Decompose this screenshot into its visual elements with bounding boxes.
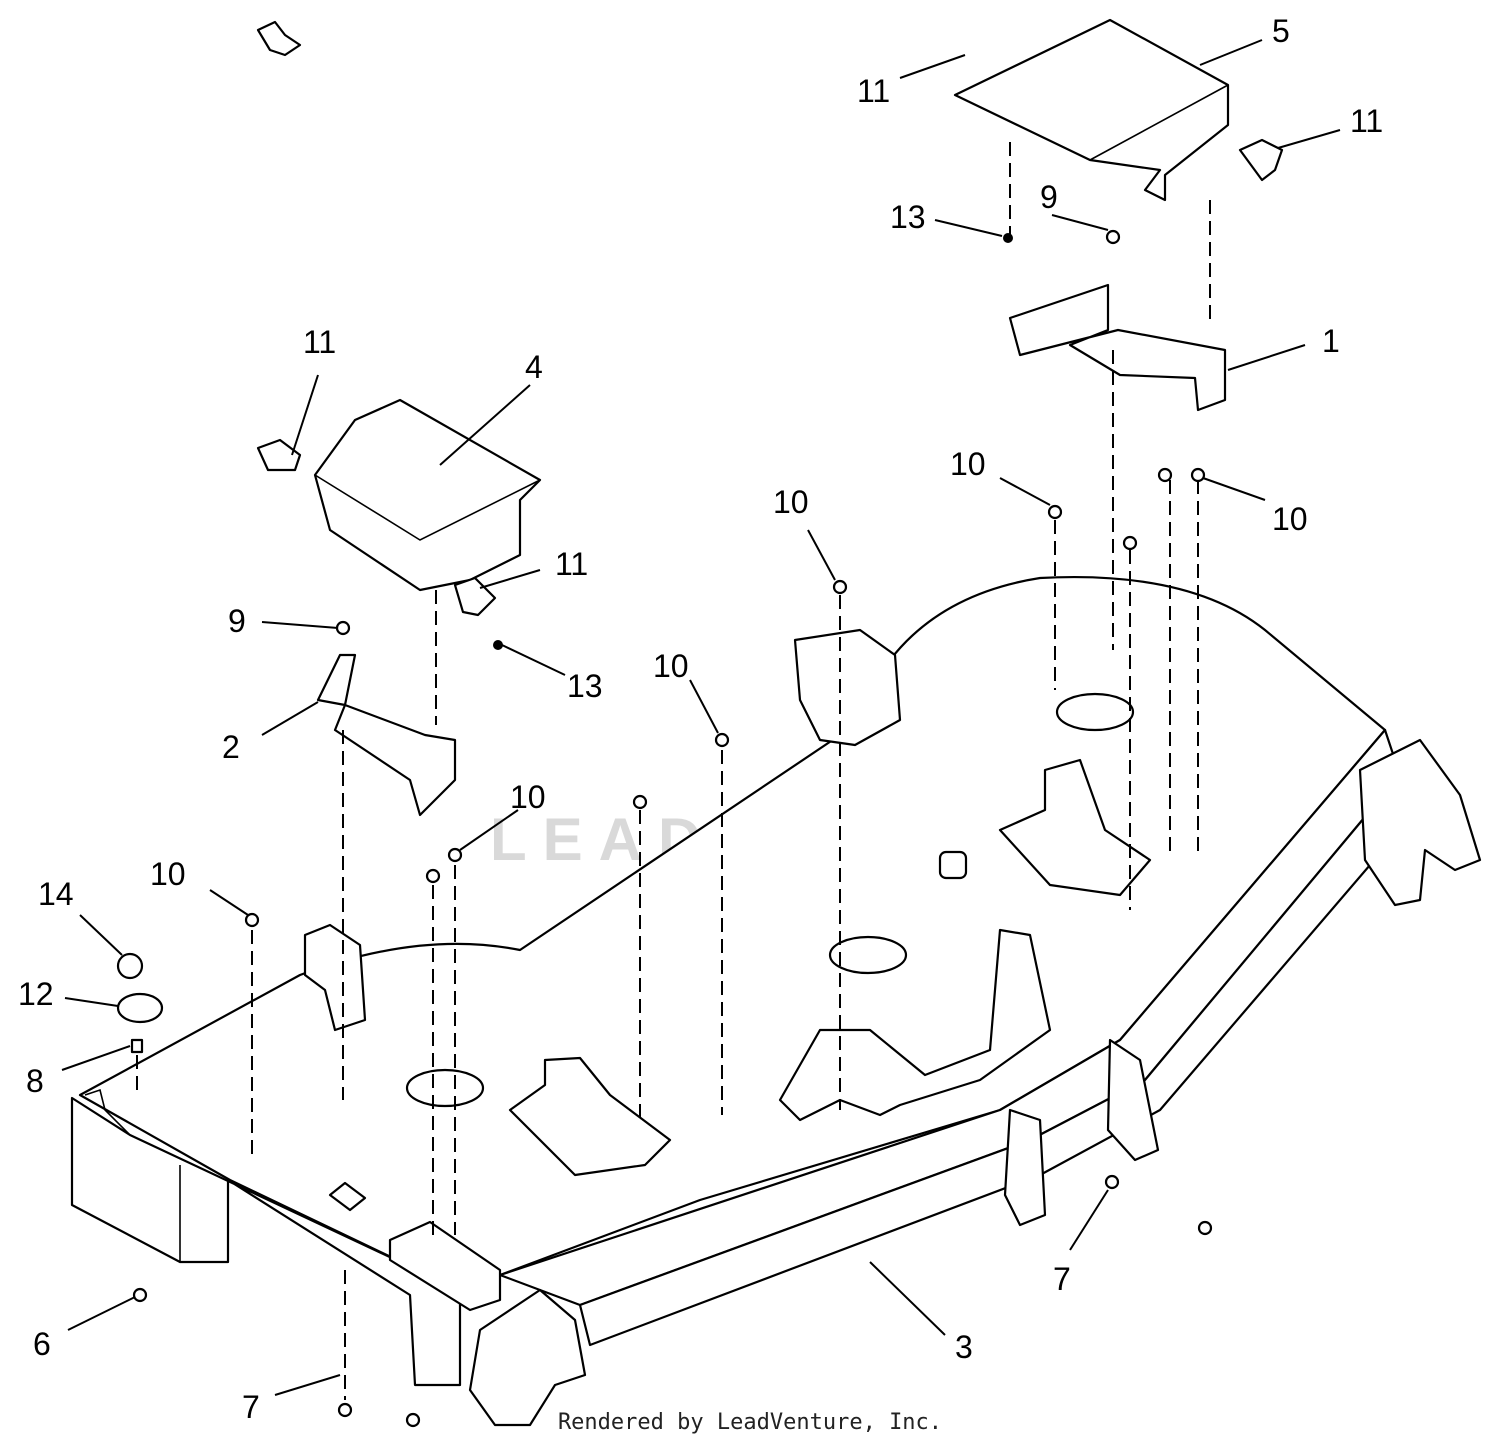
credit-text: Rendered by LeadVenture, Inc. bbox=[557, 1410, 943, 1435]
callout-11d: 11 bbox=[1350, 103, 1383, 139]
cover-part-5 bbox=[953, 18, 1230, 202]
callout-10f: 10 bbox=[1272, 501, 1308, 537]
callout-6: 6 bbox=[33, 1326, 51, 1362]
callout-2: 2 bbox=[222, 729, 240, 765]
mower-deck bbox=[70, 575, 1482, 1427]
callout-9b: 9 bbox=[1040, 179, 1058, 215]
callout-labels: 1 2 3 4 5 6 7 7 8 9 9 10 10 10 10 10 10 … bbox=[18, 13, 1383, 1425]
callout-1: 1 bbox=[1322, 323, 1340, 359]
callout-10e: 10 bbox=[950, 446, 986, 482]
cover-part-4 bbox=[313, 398, 542, 592]
callout-13a: 13 bbox=[890, 199, 926, 235]
callout-8: 8 bbox=[26, 1063, 44, 1099]
callout-10d: 10 bbox=[773, 484, 809, 520]
assembly-lines bbox=[136, 140, 1211, 1400]
callout-11a: 11 bbox=[303, 324, 336, 360]
callout-5: 5 bbox=[1272, 13, 1290, 49]
knob-icon bbox=[116, 20, 1284, 1054]
callout-3: 3 bbox=[955, 1329, 973, 1365]
callout-13b: 13 bbox=[567, 668, 603, 704]
callout-10b: 10 bbox=[510, 779, 546, 815]
bracket-part-2 bbox=[316, 653, 457, 817]
callout-4: 4 bbox=[525, 349, 543, 385]
callout-7b: 7 bbox=[1053, 1261, 1071, 1297]
fastener-group bbox=[132, 229, 1213, 1428]
callout-10a: 10 bbox=[150, 856, 186, 892]
callout-12: 12 bbox=[18, 976, 54, 1012]
callout-10c: 10 bbox=[653, 648, 689, 684]
callout-9a: 9 bbox=[228, 603, 246, 639]
callout-11b: 11 bbox=[555, 546, 588, 582]
callout-7a: 7 bbox=[242, 1389, 260, 1425]
leader-lines bbox=[61, 39, 1341, 1396]
callout-11c: 11 bbox=[857, 73, 890, 109]
callout-14: 14 bbox=[38, 876, 74, 912]
bracket-part-1 bbox=[1008, 283, 1227, 412]
